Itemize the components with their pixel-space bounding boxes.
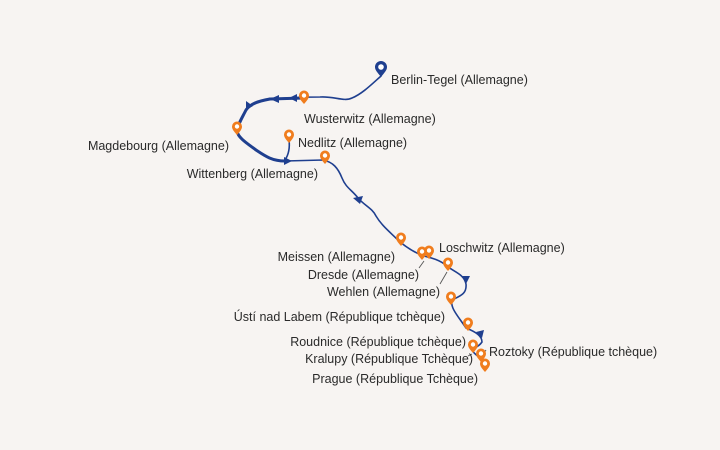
label-dresde: Dresde (Allemagne) — [308, 268, 419, 282]
arrow-icon — [476, 330, 484, 338]
pin-icon-prague[interactable] — [480, 358, 490, 373]
pin-icon-kralupy[interactable] — [468, 339, 478, 354]
arrow-icon — [284, 157, 292, 165]
pin-icon-roztoky[interactable] — [476, 348, 486, 363]
label-prague: Prague (République Tchèque) — [312, 372, 478, 386]
pin-icon-magdebourg[interactable] — [232, 121, 242, 136]
label-berlin: Berlin-Tegel (Allemagne) — [391, 73, 528, 87]
label-roztoky: Roztoky (République tchèque) — [489, 345, 657, 359]
label-loschwitz: Loschwitz (Allemagne) — [439, 241, 565, 255]
route-line-heavy — [235, 97, 287, 163]
markers — [232, 61, 490, 372]
direction-arrows — [246, 94, 484, 338]
label-usti: Ústí nad Labem (République tchèque) — [234, 309, 445, 324]
start-pin-icon[interactable] — [375, 61, 387, 77]
pin-icon-roudnice[interactable] — [463, 317, 473, 332]
pin-icon-wittenberg[interactable] — [320, 150, 330, 165]
arrow-icon — [246, 101, 253, 110]
label-magdebourg: Magdebourg (Allemagne) — [88, 139, 229, 153]
pin-icon-meissen[interactable] — [396, 232, 406, 247]
label-kralupy: Kralupy (République Tchèque) — [305, 352, 473, 366]
arrow-icon — [289, 94, 297, 102]
label-nedlitz: Nedlitz (Allemagne) — [298, 136, 407, 150]
label-meissen: Meissen (Allemagne) — [278, 250, 395, 264]
label-roudnice: Roudnice (République tchèque) — [290, 335, 466, 349]
pin-icon-wusterwitz[interactable] — [299, 90, 309, 105]
labels: Berlin-Tegel (Allemagne) Wusterwitz (All… — [88, 73, 657, 386]
label-wusterwitz: Wusterwitz (Allemagne) — [304, 112, 436, 126]
arrow-icon — [462, 276, 470, 284]
pin-icon-usti[interactable] — [446, 291, 456, 306]
pin-icon-wehlen[interactable] — [443, 257, 453, 272]
arrow-icon — [270, 95, 279, 103]
label-wehlen: Wehlen (Allemagne) — [327, 285, 440, 299]
pin-icon-nedlitz[interactable] — [284, 129, 294, 144]
arrow-icon — [353, 196, 363, 204]
label-wittenberg: Wittenberg (Allemagne) — [187, 167, 318, 181]
pin-icon-dresde[interactable] — [417, 246, 427, 261]
route-line-nedlitz-branch — [284, 139, 291, 161]
pin-icon-loschwitz[interactable] — [424, 245, 434, 260]
